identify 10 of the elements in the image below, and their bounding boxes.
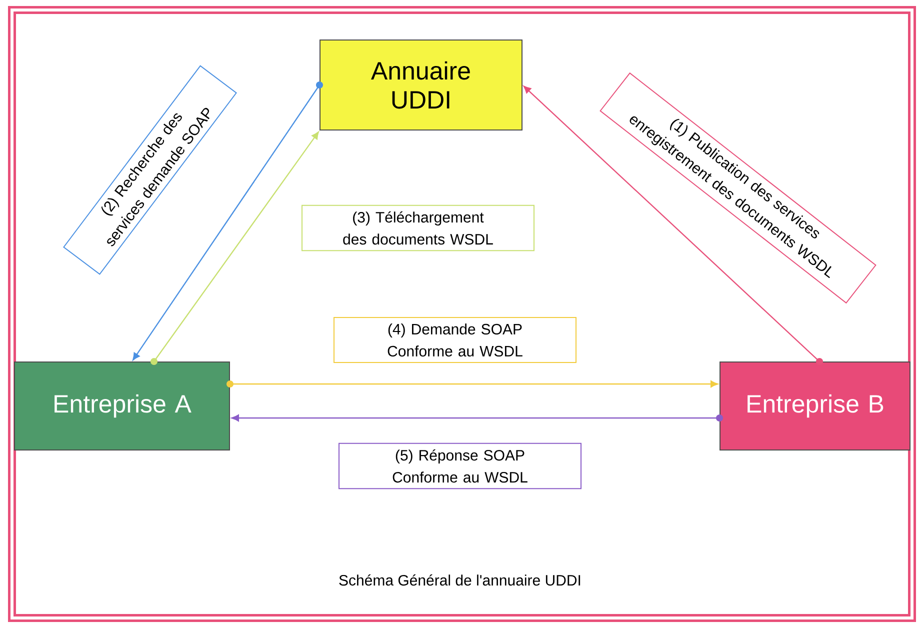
caption: Schéma Général de l'annuaire UDDI: [339, 574, 580, 586]
edge-label: (5) Réponse SOAP Conforme au WSDL: [338, 442, 582, 490]
edge-label: (3) Téléchargement des documents WSDL: [302, 204, 534, 252]
arrow: [523, 86, 820, 362]
node-box: Annuaire UDDI: [320, 40, 522, 130]
entity-box: Entreprise A: [14, 362, 230, 450]
arrow: [132, 84, 320, 360]
arrow: [154, 132, 319, 362]
entity-box: Entreprise B: [720, 362, 910, 450]
edge-label: (4) Demande SOAP Conforme au WSDL: [334, 317, 576, 364]
